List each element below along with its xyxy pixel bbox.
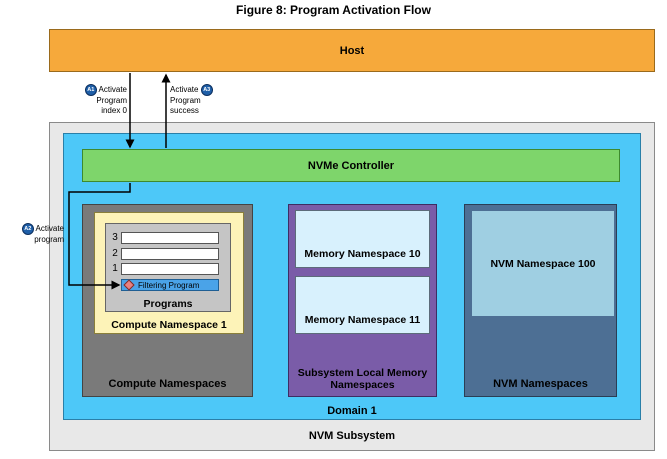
- compute-namespaces-label: Compute Namespaces: [108, 378, 227, 390]
- step-a2-line: Activate: [35, 224, 64, 234]
- nvme-controller-box: NVMe Controller: [82, 149, 620, 182]
- subsystem-local-memory-label: Subsystem Local Memory Namespaces: [297, 367, 428, 391]
- slot-number: 2: [112, 248, 118, 259]
- step-a3-line: success: [170, 106, 199, 115]
- host-label: Host: [339, 44, 365, 57]
- slot-number: 1: [112, 263, 118, 274]
- nvm-namespaces-label: NVM Namespaces: [493, 378, 588, 390]
- memory-namespace-10-label: Memory Namespace 10: [304, 248, 421, 260]
- arrow-a2: [68, 183, 131, 290]
- step-a2-line: program: [34, 235, 64, 244]
- memory-namespace-11-label: Memory Namespace 11: [304, 314, 421, 326]
- step-a3-badge: A3: [200, 84, 213, 96]
- memory-namespace-10-box: Memory Namespace 10: [295, 210, 430, 268]
- nvm-subsystem-label: NVM Subsystem: [308, 430, 396, 442]
- figure-title: Figure 8: Program Activation Flow: [236, 3, 431, 17]
- slot-number: 3: [112, 232, 118, 243]
- program-slot: [121, 232, 219, 244]
- step-a3-line: Program: [170, 96, 201, 105]
- step-a1-line: index 0: [101, 106, 127, 115]
- step-a3-note: Activate A3 Program success: [170, 84, 230, 116]
- compute-namespace-1-label: Compute Namespace 1: [111, 319, 227, 331]
- domain-label: Domain 1: [327, 405, 377, 417]
- host-box: Host: [49, 29, 655, 72]
- nvm-namespace-100-box: NVM Namespace 100: [471, 210, 615, 317]
- program-slot: [121, 248, 219, 260]
- nvm-namespace-100-label: NVM Namespace 100: [490, 257, 596, 270]
- nvme-controller-label: NVMe Controller: [307, 159, 395, 172]
- step-a1-note: A1 Activate Program index 0: [81, 84, 127, 116]
- step-a2-note: A2 Activate program: [16, 223, 64, 245]
- filtering-program-slot: Filtering Program: [121, 279, 219, 291]
- step-a3-line: Activate: [170, 85, 199, 95]
- step-a1-line: Activate: [98, 85, 127, 95]
- step-a1-line: Program: [96, 96, 127, 105]
- step-a1-badge: A1: [84, 84, 97, 96]
- step-a2-badge: A2: [21, 223, 34, 235]
- programs-label: Programs: [143, 298, 193, 310]
- memory-namespace-11-box: Memory Namespace 11: [295, 276, 430, 334]
- program-slot: [121, 263, 219, 275]
